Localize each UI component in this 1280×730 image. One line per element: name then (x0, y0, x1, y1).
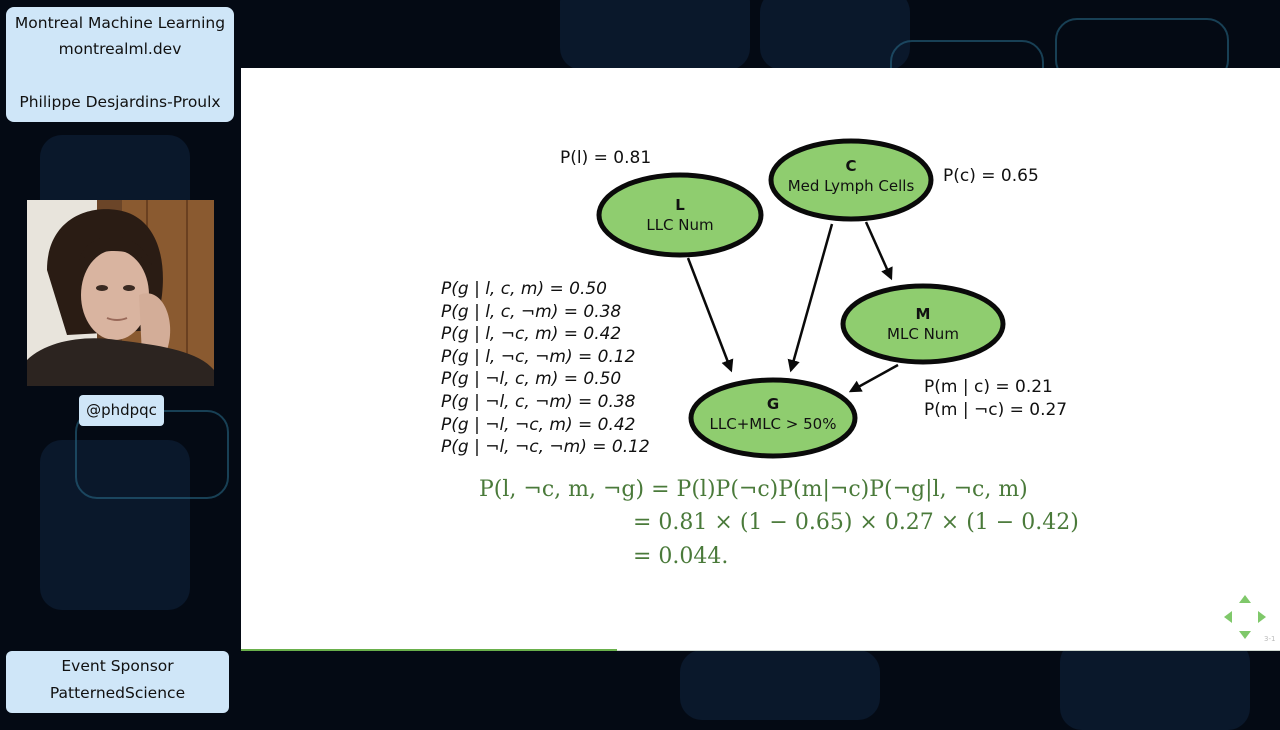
edge-c-to-m (864, 221, 893, 281)
twitter-handle: @phdpqc (79, 395, 164, 426)
prob-m-given-c: P(m | c) = 0.21 (924, 377, 1053, 397)
node-m-label: MLC Num (887, 325, 959, 343)
equation-line-3: = 0.044. (633, 544, 729, 569)
prob-l: P(l) = 0.81 (560, 148, 652, 168)
slide-progress-bar (241, 649, 617, 651)
node-l-title: L (675, 196, 685, 214)
prob-m-given-not-c: P(m | ¬c) = 0.27 (924, 400, 1068, 420)
node-c: C Med Lymph Cells (768, 138, 934, 222)
background-tile (40, 440, 190, 610)
slide-navigation-icon[interactable] (1221, 593, 1269, 641)
node-g-title: G (767, 395, 779, 413)
presentation-slide: L LLC Num C Med Lymph Cells M MLC Num G … (241, 68, 1280, 651)
background-tile (1060, 640, 1250, 730)
cpt-row: P(g | l, c, ¬m) = 0.38 (441, 301, 622, 322)
organization-name: Montreal Machine Learning (14, 14, 226, 32)
nav-left-icon (1224, 611, 1232, 623)
slide-progress-track (617, 650, 1280, 651)
background-tile (680, 650, 880, 720)
node-m-title: M (916, 305, 931, 323)
conditional-probability-table-g: P(g | l, c, m) = 0.50 P(g | l, c, ¬m) = … (441, 278, 650, 459)
cpt-row: P(g | ¬l, ¬c, m) = 0.42 (441, 414, 636, 435)
edge-l-to-g (686, 257, 734, 373)
sponsor-heading: Event Sponsor (61, 657, 174, 675)
cpt-row: P(g | l, c, m) = 0.50 (441, 279, 607, 299)
background-tile (760, 0, 910, 70)
page-number: 3-1 (1264, 635, 1276, 643)
equation-line-2: = 0.81 × (1 − 0.65) × 0.27 × (1 − 0.42) (633, 510, 1079, 535)
edge-m-to-g (848, 363, 899, 393)
nav-right-icon (1258, 611, 1266, 623)
speaker-name: Philippe Desjardins-Proulx (19, 93, 221, 111)
node-c-title: C (845, 157, 856, 175)
background-tile (560, 0, 750, 70)
nav-down-icon (1239, 631, 1251, 639)
cpt-row: P(g | l, ¬c, m) = 0.42 (441, 324, 622, 345)
sponsor-name: PatternedScience (49, 684, 186, 702)
speaker-webcam-feed (27, 200, 214, 386)
prob-c: P(c) = 0.65 (943, 166, 1039, 186)
cpt-row: P(g | ¬l, c, m) = 0.50 (441, 369, 622, 390)
edge-c-to-g (787, 223, 834, 373)
nav-up-icon (1239, 595, 1251, 603)
equation-line-1: P(l, ¬c, m, ¬g) = P(l)P(¬c)P(m|¬c)P(¬g|l… (479, 477, 1028, 502)
cpt-row: P(g | l, ¬c, ¬m) = 0.12 (441, 346, 636, 367)
node-l: L LLC Num (596, 172, 764, 258)
website-url: montrealml.dev (58, 40, 182, 58)
sponsor-card: Event Sponsor PatternedScience (6, 651, 229, 713)
node-g-label: LLC+MLC > 50% (710, 415, 837, 433)
node-l-label: LLC Num (646, 216, 713, 234)
node-c-label: Med Lymph Cells (788, 177, 915, 195)
meetup-info-card: Montreal Machine Learning montrealml.dev… (6, 7, 234, 122)
bayesian-network-diagram: L LLC Num C Med Lymph Cells M MLC Num G … (596, 138, 1006, 459)
node-g: G LLC+MLC > 50% (688, 377, 858, 459)
node-m: M MLC Num (840, 283, 1006, 365)
cpt-row: P(g | ¬l, c, ¬m) = 0.38 (441, 391, 636, 412)
cpt-row: P(g | ¬l, ¬c, ¬m) = 0.12 (441, 437, 650, 458)
